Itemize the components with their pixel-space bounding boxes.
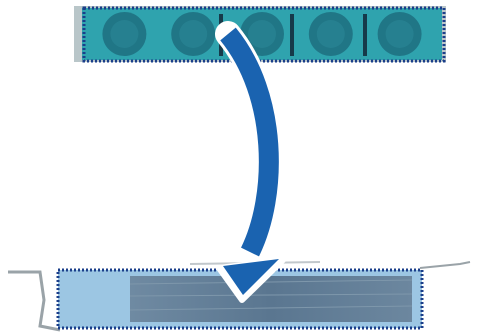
strip-filter-cell-core bbox=[110, 20, 138, 48]
strip-filter-cell-core bbox=[248, 20, 276, 48]
strip-filter-cell-core bbox=[386, 20, 414, 48]
strip-filter-cell-core bbox=[179, 20, 207, 48]
housing-edge-right bbox=[420, 262, 470, 268]
housing-edge-left bbox=[8, 272, 60, 330]
top-filter-strip bbox=[74, 6, 446, 62]
strip-divider bbox=[363, 14, 367, 56]
strip-divider bbox=[290, 14, 294, 56]
down-arrow bbox=[219, 34, 283, 300]
strip-filter-cell-core bbox=[317, 20, 345, 48]
